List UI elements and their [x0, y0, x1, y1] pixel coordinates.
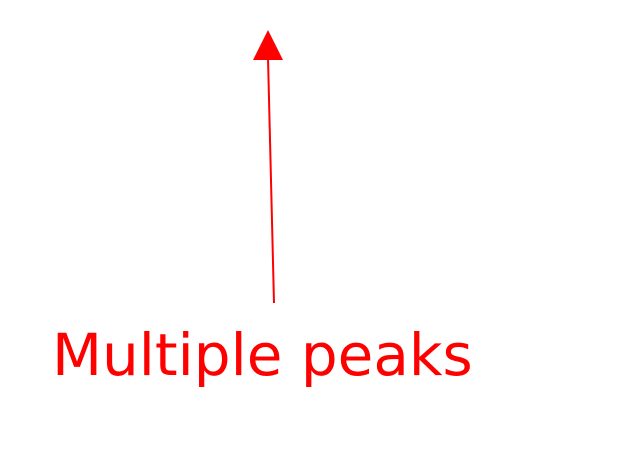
arrow-shaft: [267, 57, 275, 304]
arrowhead-icon: [253, 30, 283, 60]
annotation-label: Multiple peaks: [52, 321, 473, 389]
